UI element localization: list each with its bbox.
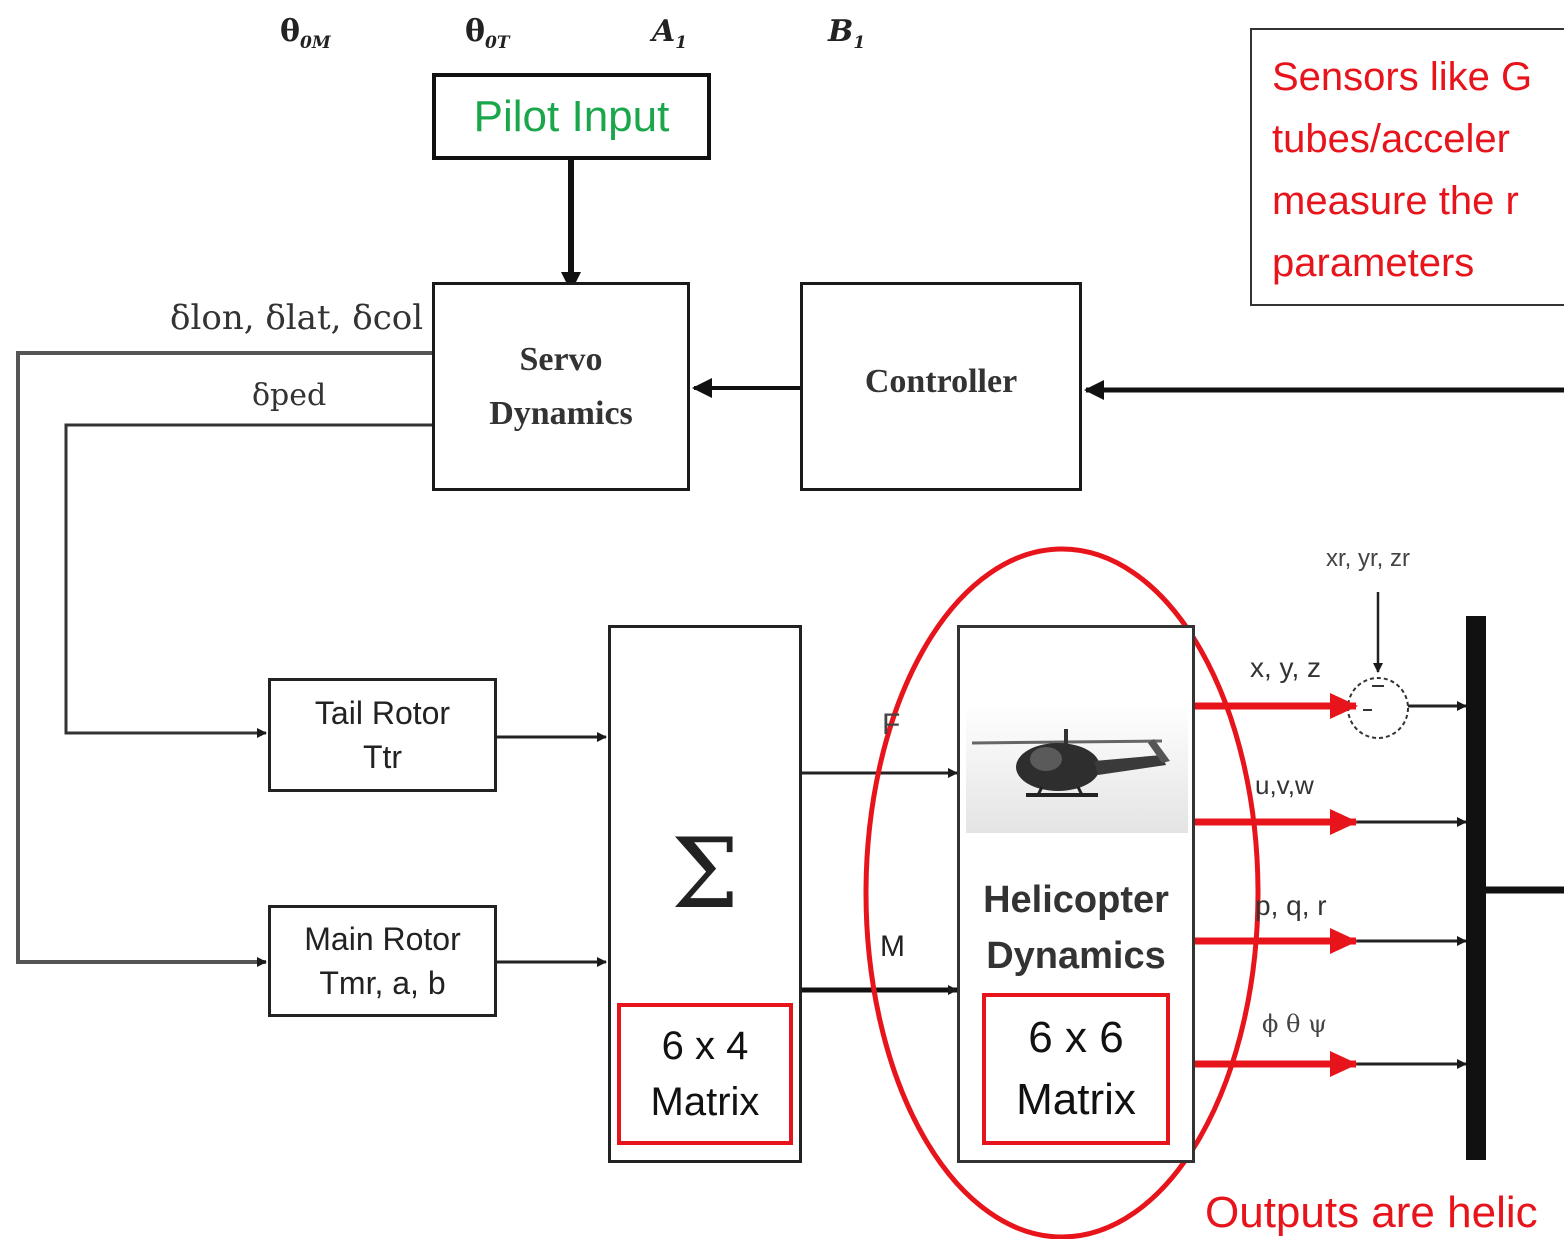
- sum-matrix-line2: Matrix: [651, 1074, 760, 1130]
- theta-0m-symbol: θ0M: [280, 14, 331, 53]
- mux-bar: [1466, 616, 1486, 1160]
- outputs-note: Outputs are helic: [1205, 1188, 1538, 1238]
- sum-matrix-label: 6 x 4 Matrix: [617, 1003, 793, 1145]
- sensors-note-text: Sensors like G tubes/acceler measure the…: [1272, 46, 1532, 294]
- helicopter-icon: [966, 703, 1188, 833]
- pilot-input-label: Pilot Input: [474, 92, 670, 142]
- sensors-note-box: Sensors like G tubes/acceler measure the…: [1250, 28, 1564, 306]
- helicopter-dynamics-title: Helicopter Dynamics: [960, 872, 1192, 984]
- sum-block: Σ 6 x 4 Matrix: [608, 625, 802, 1163]
- heli-matrix-line1: 6 x 6: [1028, 1007, 1123, 1069]
- xyz-label: x, y, z: [1250, 652, 1321, 684]
- servo-dynamics-block: Servo Dynamics: [432, 282, 690, 491]
- controller-block: Controller: [800, 282, 1082, 491]
- delta-lon-lat-col-label: δlon, δlat, δcol: [170, 298, 423, 338]
- sensors-note-line1: Sensors like G: [1272, 46, 1532, 108]
- heli-label-line1: Helicopter: [983, 872, 1169, 928]
- controller-label: Controller: [865, 363, 1017, 401]
- main-rotor-line1: Main Rotor: [304, 917, 461, 961]
- main-rotor-block: Main Rotor Tmr, a, b: [268, 905, 497, 1017]
- sum-matrix-line1: 6 x 4: [662, 1018, 749, 1074]
- euler-angles-label: ϕ θ ψ: [1262, 1010, 1327, 1038]
- heli-label-line2: Dynamics: [986, 928, 1166, 984]
- b1-glyph: B: [828, 14, 853, 49]
- heli-matrix-label: 6 x 6 Matrix: [982, 993, 1170, 1145]
- theta-0m-glyph: θ: [280, 14, 300, 49]
- sensors-note-line4: parameters: [1272, 232, 1532, 294]
- theta-0m-subscript: 0M: [300, 33, 331, 53]
- heli-matrix-line2: Matrix: [1016, 1069, 1136, 1131]
- pilot-input-block: Pilot Input: [432, 73, 711, 160]
- tail-rotor-block: Tail Rotor Ttr: [268, 678, 497, 792]
- tail-rotor-line2: Ttr: [363, 735, 402, 779]
- sensors-note-line2: tubes/acceler: [1272, 108, 1532, 170]
- sensors-note-line3: measure the r: [1272, 170, 1532, 232]
- b1-symbol: B1: [828, 14, 865, 53]
- delta-main-wire: [18, 353, 432, 962]
- a1-subscript: 1: [675, 33, 687, 53]
- b1-subscript: 1: [853, 33, 865, 53]
- uvw-label: u,v,w: [1255, 770, 1314, 801]
- helicopter-image: [966, 703, 1188, 833]
- main-rotor-line2: Tmr, a, b: [319, 961, 445, 1005]
- theta-0t-subscript: 0T: [485, 33, 509, 53]
- tail-rotor-line1: Tail Rotor: [315, 691, 450, 735]
- servo-label-line1: Servo: [519, 333, 602, 387]
- theta-0t-glyph: θ: [465, 14, 485, 49]
- pqr-label: p, q, r: [1255, 890, 1327, 922]
- a1-glyph: A: [652, 14, 675, 49]
- sigma-symbol: Σ: [611, 818, 799, 930]
- helicopter-dynamics-block: Helicopter Dynamics 6 x 6 Matrix: [957, 625, 1195, 1163]
- moment-label: M: [880, 930, 905, 964]
- force-label: F: [882, 708, 900, 742]
- theta-0t-symbol: θ0T: [465, 14, 510, 53]
- a1-symbol: A1: [652, 14, 687, 53]
- delta-ped-label: δped: [252, 378, 326, 413]
- servo-label-line2: Dynamics: [489, 387, 633, 441]
- reference-label: xr, yr, zr: [1326, 545, 1410, 573]
